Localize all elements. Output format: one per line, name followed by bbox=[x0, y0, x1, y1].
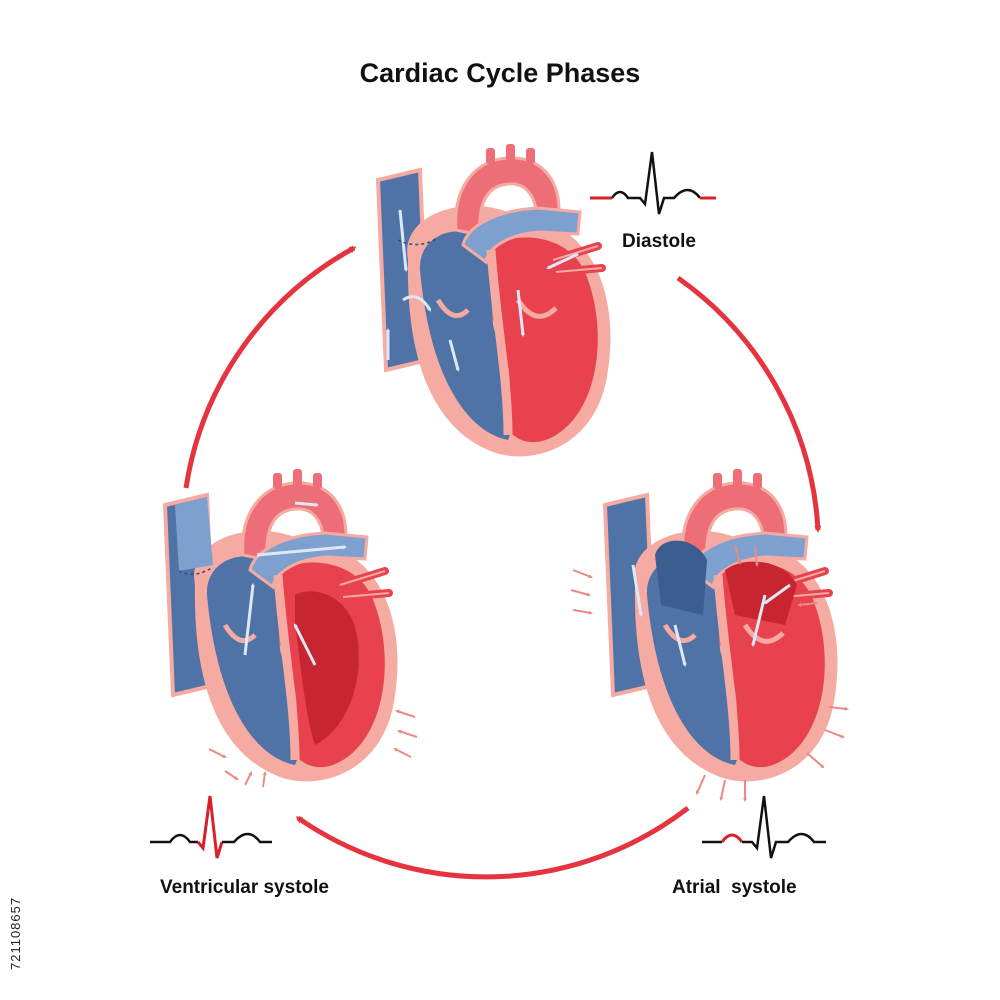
ecg-trace-atrial-systole bbox=[702, 795, 826, 859]
stock-image-id: 721108657 bbox=[8, 896, 23, 970]
phase-label-atrial-systole: Atrial systole bbox=[672, 877, 797, 898]
heart-atrial-systole bbox=[570, 469, 849, 802]
diagram-title: Cardiac Cycle Phases bbox=[359, 58, 641, 88]
cycle-arrow-diastole-to-atrial bbox=[676, 275, 822, 533]
ecg-trace-diastole bbox=[590, 151, 716, 215]
heart-diastole bbox=[378, 144, 610, 456]
heart-ventricular-systole bbox=[165, 469, 418, 788]
cycle-arrow-atrial-to-ventricular bbox=[295, 806, 690, 880]
phase-label-diastole: Diastole bbox=[622, 231, 696, 252]
phase-label-ventricular-systole: Ventricular systole bbox=[160, 877, 329, 898]
ecg-trace-ventricular-systole bbox=[150, 795, 272, 859]
cycle-arrow-ventricular-to-diastole bbox=[183, 245, 357, 489]
